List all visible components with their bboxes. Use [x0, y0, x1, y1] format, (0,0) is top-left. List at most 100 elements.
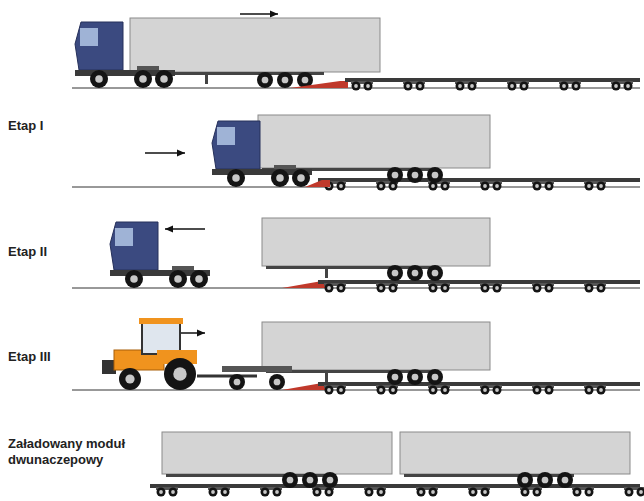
- wheel: [227, 169, 245, 187]
- wheel-hub: [562, 477, 569, 484]
- trailer-box: [262, 322, 490, 370]
- wheel-hub: [495, 184, 499, 188]
- wheel: [209, 488, 218, 497]
- truck-cab: [110, 222, 158, 270]
- wheel: [493, 284, 502, 293]
- wheel: [521, 488, 530, 497]
- wheel: [352, 82, 361, 91]
- wheel: [292, 169, 310, 187]
- wheel-hub: [547, 388, 551, 392]
- wheel: [325, 386, 334, 395]
- wheel-hub: [495, 388, 499, 392]
- wheel: [456, 82, 465, 91]
- wheel-hub: [379, 184, 383, 188]
- wheel-hub: [562, 84, 566, 88]
- wheel: [337, 284, 346, 293]
- wheel: [533, 284, 542, 293]
- wheel-hub: [614, 84, 618, 88]
- wheel: [637, 488, 644, 497]
- wheel: [557, 472, 573, 488]
- wheel-hub: [627, 490, 631, 494]
- wheel: [493, 386, 502, 395]
- wheel-hub: [406, 84, 410, 88]
- wheel: [134, 70, 152, 88]
- landing-gear: [205, 72, 208, 84]
- wheel-hub: [626, 84, 630, 88]
- wheel-hub: [307, 477, 314, 484]
- wheel-hub: [282, 77, 289, 84]
- wheel-hub: [547, 184, 551, 188]
- wheel: [365, 488, 374, 497]
- wheel: [533, 386, 542, 395]
- wheel: [560, 82, 569, 91]
- wheel-hub: [522, 84, 526, 88]
- wheel: [273, 488, 282, 497]
- trailer-box: [258, 115, 490, 168]
- landing-gear: [325, 266, 328, 278]
- wheel: [597, 284, 606, 293]
- wheel: [377, 488, 386, 497]
- wheel-hub: [599, 184, 603, 188]
- wheel-hub: [418, 84, 422, 88]
- wheel-hub: [327, 388, 331, 392]
- wheel-hub: [639, 490, 643, 494]
- wheel-hub: [327, 490, 331, 494]
- wheel: [389, 386, 398, 395]
- wheel-hub: [339, 286, 343, 290]
- wheel-hub: [274, 379, 281, 386]
- wheel: [429, 386, 438, 395]
- ground-line: [72, 288, 640, 289]
- wheel-hub: [431, 490, 435, 494]
- trailer-box: [162, 432, 392, 474]
- ground-line: [72, 187, 640, 188]
- wheel-hub: [327, 286, 331, 290]
- wheel-hub: [587, 388, 591, 392]
- wheel-hub: [391, 388, 395, 392]
- wheel-hub: [443, 184, 447, 188]
- wheel: [407, 265, 423, 281]
- wheel-hub: [173, 367, 186, 380]
- wheel: [469, 488, 478, 497]
- wheel: [404, 82, 413, 91]
- wheel: [271, 169, 289, 187]
- wheel-hub: [522, 477, 529, 484]
- wheel-hub: [263, 490, 267, 494]
- trailer-box: [130, 18, 380, 72]
- wheel: [269, 374, 285, 390]
- wheel: [585, 386, 594, 395]
- wheel-hub: [443, 388, 447, 392]
- wheel-hub: [276, 174, 284, 182]
- wheel: [221, 488, 230, 497]
- fifth-wheel: [137, 66, 159, 70]
- wheel: [389, 284, 398, 293]
- wheel: [481, 386, 490, 395]
- stage-label: Załadowany moduł dwunaczepowy: [8, 436, 126, 468]
- wheel: [169, 270, 187, 288]
- arrow-head: [165, 226, 173, 233]
- wheel: [537, 472, 553, 488]
- wheel: [597, 386, 606, 395]
- wheel: [585, 182, 594, 191]
- wheel-hub: [211, 490, 215, 494]
- cab-window: [80, 28, 98, 46]
- wheel: [441, 182, 450, 191]
- wheel-hub: [458, 84, 462, 88]
- tractor-roof: [139, 318, 183, 324]
- wheel-hub: [510, 84, 514, 88]
- wheel: [277, 72, 293, 88]
- wheel-hub: [275, 490, 279, 494]
- wheel: [313, 488, 322, 497]
- wheel: [377, 284, 386, 293]
- wheel: [164, 358, 196, 390]
- wheel-hub: [483, 286, 487, 290]
- wheel-hub: [432, 374, 439, 381]
- wheel: [481, 284, 490, 293]
- wheel-hub: [125, 374, 134, 383]
- wheel-hub: [391, 286, 395, 290]
- wheel: [387, 369, 403, 385]
- wheel-hub: [587, 490, 591, 494]
- wheel-hub: [379, 490, 383, 494]
- wheel-hub: [392, 270, 399, 277]
- wheel-hub: [130, 275, 138, 283]
- wheel: [612, 82, 621, 91]
